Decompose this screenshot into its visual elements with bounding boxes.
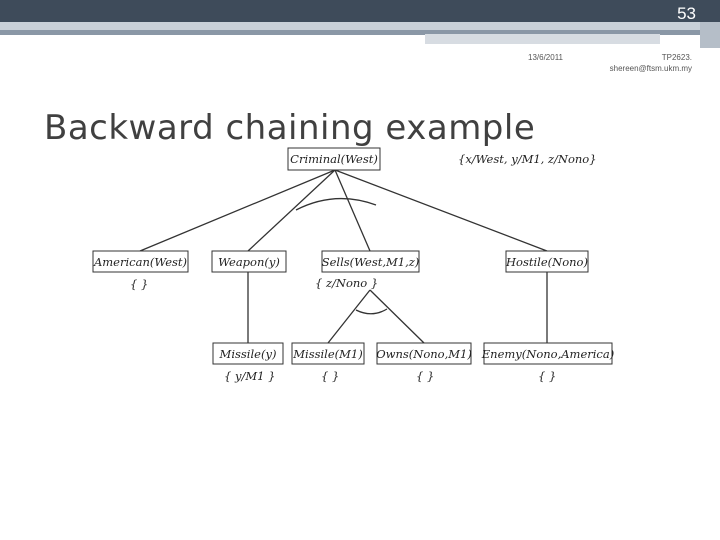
subst-enemy: { } [538,369,556,383]
node-box-hostile [505,250,589,273]
node-box-missile-y [212,342,284,365]
node-box-weapon [211,250,287,273]
node-american: American(West) [93,255,187,269]
node-missile-m1: Missile(M1) [292,347,362,361]
subst-sells: { z/Nono } [315,276,378,290]
subst-missile-m1: { } [321,369,339,383]
page-number: 53 [677,4,696,23]
slide-date: 13/6/2011 [528,53,563,62]
edge-sells-owns [369,289,425,344]
edge-root-american [139,169,336,252]
edge-root-and-arc [295,197,377,211]
edge-root-hostile [334,169,548,252]
header-stripe-light [0,22,720,30]
node-box-missile-m1 [291,342,365,365]
header-accent-box [425,34,660,44]
node-hostile: Hostile(Nono) [505,255,588,269]
edge-root-weapon [247,169,336,252]
author-email: shereen@ftsm.ukm.my [609,64,692,73]
subst-root: {x/West, y/M1, z/Nono} [458,152,597,166]
subst-american: { } [130,277,148,291]
node-box-american [92,250,189,273]
header-accent-edge [700,22,720,48]
node-root: Criminal(West) [290,152,378,166]
header-band [0,0,720,22]
edge-sells-and-arc [355,308,388,315]
node-missile-y: Missile(y) [219,347,277,361]
node-weapon: Weapon(y) [218,255,280,269]
course-code: TP2623. [661,53,692,62]
subst-owns: { } [416,369,434,383]
course-info: TP2623. shereen@ftsm.ukm.my [610,52,692,74]
node-enemy: Enemy(Nono,America) [481,347,614,361]
header-graphic [0,0,720,48]
node-box-sells [321,250,420,273]
node-box-enemy [483,342,613,365]
header-bar: 53 [0,0,720,48]
node-owns: Owns(Nono,M1) [376,347,472,361]
edge-sells-missile-m1 [327,289,371,344]
node-sells: Sells(West,M1,z) [322,255,420,269]
slide-title: Backward chaining example [44,108,536,148]
edge-root-sells [334,169,371,252]
node-box-root [287,147,381,171]
node-box-owns [376,342,472,365]
subst-missile-y: { y/M1 } [224,369,275,383]
header-stripe-dark [0,30,720,35]
